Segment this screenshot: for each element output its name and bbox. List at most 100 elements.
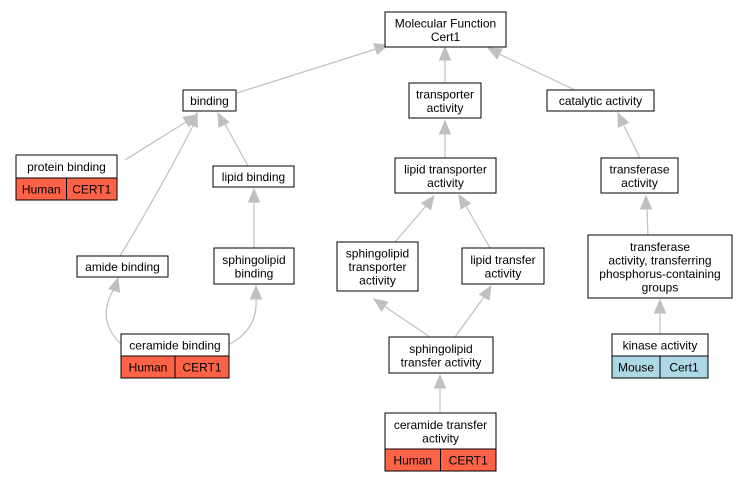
- species-tag-label: CERT1: [182, 361, 221, 375]
- edge-arrowhead: [653, 298, 667, 314]
- edge-arrowhead: [420, 194, 435, 211]
- edge-line: [465, 205, 491, 249]
- node-label-line: binding: [190, 94, 229, 108]
- node-box: [213, 247, 295, 285]
- node-box: [336, 241, 419, 292]
- edge-arrowhead: [372, 298, 389, 312]
- node-box: [182, 89, 237, 112]
- edge-arrowhead: [249, 284, 263, 300]
- node-label-line: sphingolipid: [222, 253, 285, 267]
- node-label-line: transferase: [630, 240, 690, 254]
- node-box: [546, 89, 655, 112]
- node-label-line: phosphorus-containing: [599, 267, 720, 281]
- edge-arrowhead: [433, 373, 447, 389]
- node-amide-binding[interactable]: amide binding: [76, 255, 169, 278]
- node-label-line: lipid transporter: [404, 162, 487, 176]
- node-label-line: protein binding: [27, 160, 106, 174]
- graph-edges: [105, 43, 667, 413]
- node-label-line: catalytic activity: [559, 94, 642, 108]
- node-box: [384, 11, 507, 48]
- node-label-line: sphingolipid: [346, 247, 409, 261]
- edge-line: [383, 305, 431, 338]
- node-label-line: activity: [359, 274, 396, 288]
- node-label-line: activity: [621, 176, 658, 190]
- node-label-line: activity: [485, 266, 522, 280]
- edge-arrowhead: [186, 111, 198, 128]
- node-label-line: groups: [642, 280, 679, 294]
- node-label-line: Molecular Function: [395, 16, 496, 30]
- edge-arrowhead: [217, 111, 230, 128]
- node-catalytic-activity[interactable]: catalytic activity: [546, 89, 655, 112]
- node-label-line: lipid transfer: [470, 253, 535, 267]
- node-lipid-binding[interactable]: lipid binding: [212, 165, 295, 188]
- node-label-line: transferase: [609, 162, 669, 176]
- edge-line: [454, 296, 485, 338]
- edge-line: [646, 208, 649, 236]
- edge-arrowhead: [373, 43, 390, 56]
- node-label-line: lipid binding: [222, 170, 285, 184]
- edge-arrowhead: [247, 187, 261, 203]
- edge-arrowhead: [617, 111, 630, 128]
- node-label-line: amide binding: [85, 260, 160, 274]
- node-box: [394, 157, 497, 194]
- species-tag-cell: [440, 448, 497, 472]
- node-label-line: kinase activity: [623, 339, 698, 353]
- species-tag-label: CERT1: [449, 454, 488, 468]
- node-label-line: activity: [422, 431, 459, 445]
- species-tag-label: Human: [393, 454, 432, 468]
- node-label-line: ceramide binding: [129, 339, 220, 353]
- edge-arrowhead: [458, 193, 472, 210]
- edge-arrowhead: [639, 194, 653, 210]
- edge-arrowhead: [438, 119, 452, 135]
- node-label-line: transporter: [416, 87, 474, 101]
- node-box: [408, 82, 482, 119]
- node-label-line: transporter: [348, 260, 406, 274]
- species-tag-cell: [659, 355, 709, 379]
- edge-line: [227, 298, 257, 346]
- node-box: [212, 165, 295, 188]
- node-label-line: ceramide transfer: [394, 418, 487, 432]
- edge-line: [119, 125, 194, 257]
- node-box: [388, 336, 494, 374]
- edge-line: [224, 123, 249, 167]
- species-tag-cell: [174, 355, 230, 379]
- species-tag-label: Mouse: [618, 361, 654, 375]
- node-label-line: activity, transferring: [608, 253, 711, 267]
- node-label-line: binding: [235, 266, 274, 280]
- species-tag-cell: [66, 177, 118, 201]
- edge-arrowhead: [478, 284, 492, 301]
- edge-arrowhead: [438, 45, 452, 61]
- edge-arrowhead: [486, 47, 503, 60]
- node-label-line: Cert1: [431, 30, 461, 44]
- edge-line: [498, 53, 576, 91]
- node-label-line: activity: [427, 101, 464, 115]
- edge-line: [623, 125, 641, 159]
- node-box: [587, 234, 733, 299]
- node-box: [461, 247, 545, 285]
- node-label-line: sphingolipid: [409, 342, 472, 356]
- species-tag-label: Cert1: [669, 361, 699, 375]
- species-tag-label: Human: [22, 183, 61, 197]
- node-box: [600, 157, 679, 194]
- node-label-line: transfer activity: [401, 355, 482, 369]
- edge-line: [124, 121, 187, 161]
- node-binding[interactable]: binding: [182, 89, 237, 112]
- edge-line: [394, 205, 427, 243]
- edge-line: [236, 48, 377, 94]
- edge-arrowhead: [108, 276, 121, 293]
